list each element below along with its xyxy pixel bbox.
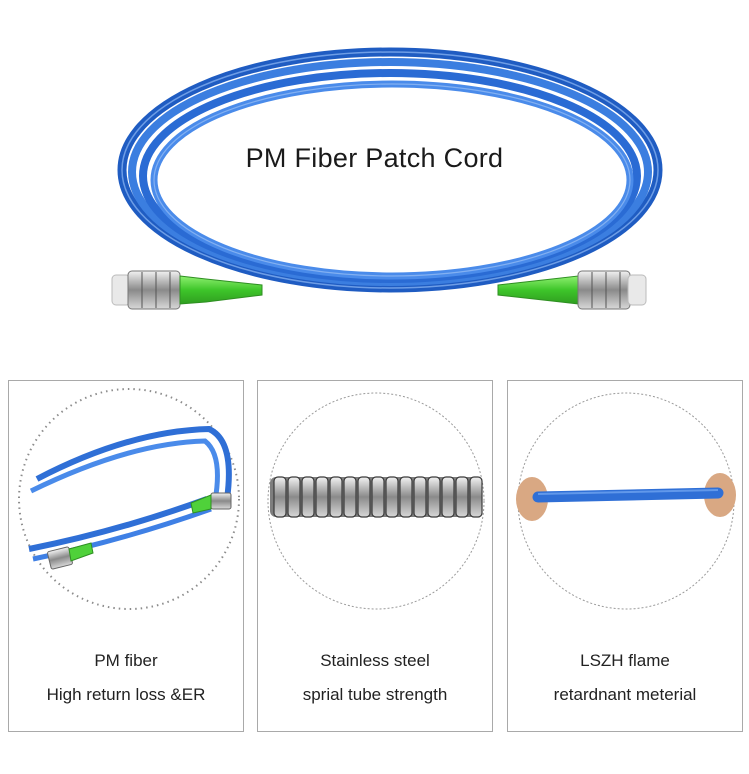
panel-caption-line2: High return loss &ER	[46, 685, 206, 704]
panel-caption-line2: retardnant meterial	[553, 685, 697, 704]
panel-caption-line2: sprial tube strength	[302, 685, 448, 704]
hero-section: PM Fiber Patch Cord	[0, 0, 749, 360]
feature-panel-stainless-steel: Stainless steel sprial tube strength	[257, 380, 493, 732]
panel-caption-line1: LSZH flame	[580, 651, 670, 670]
pm-fiber-image	[18, 388, 240, 610]
steel-spiral-tube-image	[267, 392, 485, 610]
left-connector	[111, 270, 263, 310]
cable-coil	[117, 47, 663, 293]
panel-caption-line1: Stainless steel	[320, 651, 430, 670]
hero-title: PM Fiber Patch Cord	[245, 143, 504, 173]
panel-caption-line1: PM fiber	[94, 651, 158, 670]
feature-panel-lszh: LSZH flame retardnant meterial	[507, 380, 743, 732]
right-connector	[497, 270, 647, 310]
lszh-cable-image	[516, 392, 736, 610]
patch-cord-coil-image	[111, 47, 663, 310]
feature-panel-pm-fiber: PM fiber High return loss &ER	[8, 380, 244, 732]
